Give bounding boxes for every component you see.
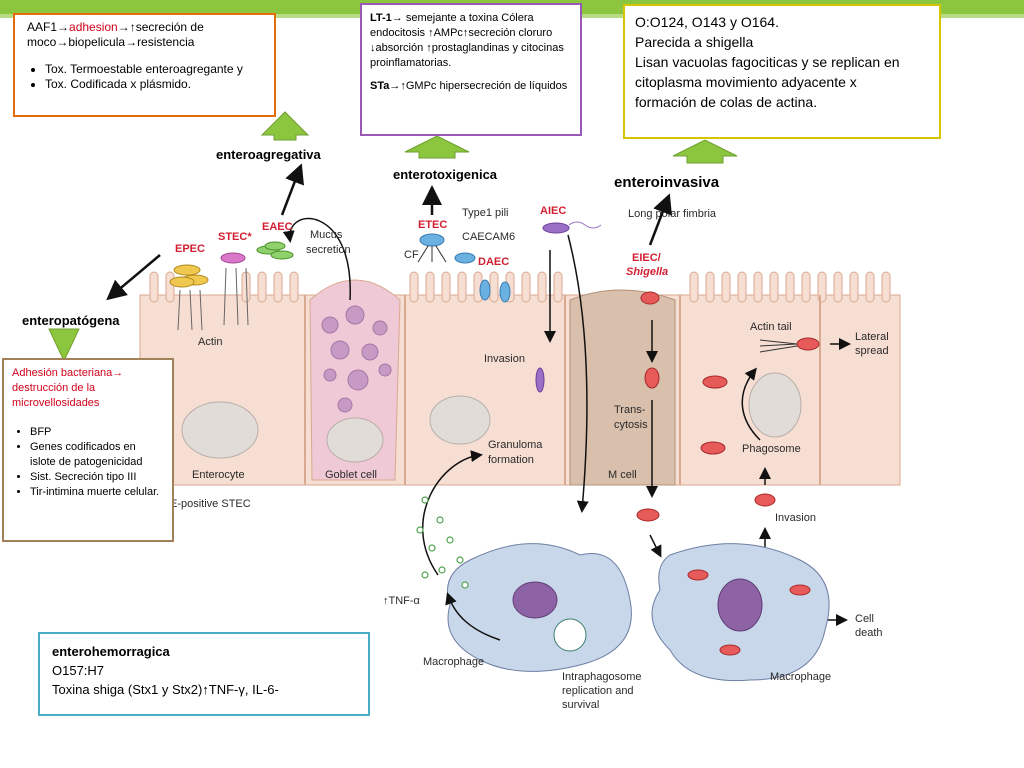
stec-bacterium (220, 252, 246, 264)
eaggec-bullets: Tox. Termoestable enteroagregante y Tox.… (27, 62, 262, 92)
eiec-bacteria (636, 291, 820, 522)
epec-title-3: microvellosidades (12, 397, 100, 409)
cell-death-label-2: death (855, 627, 883, 639)
cell-borders (304, 295, 821, 485)
eiec-line: Parecida a shigella (635, 34, 754, 50)
tag-enteroagregativa: enteroagregativa (216, 147, 321, 162)
intraphagosome (553, 618, 587, 652)
aiec-label: AIEC (540, 205, 566, 217)
daec-label: DAEC (478, 256, 509, 268)
tag-enterotoxigenica: enterotoxigenica (393, 167, 498, 182)
eaec-bacteria (256, 241, 294, 260)
eaggec-info-box: AAF1→adhesion→↑secreción de moco→biopeli… (13, 13, 276, 117)
stec-label: STEC* (218, 231, 252, 243)
macrophage-left-label: Macrophage (423, 656, 484, 668)
epec-bacteria (169, 264, 209, 288)
eaggec-bullet: Tox. Codificada x plásmido. (45, 77, 262, 92)
mucus-label-1: Mucus (310, 229, 343, 241)
actin-label: Actin (198, 336, 222, 348)
daec-bacteria (454, 252, 511, 303)
eaggec-bullet: Tox. Termoestable enteroagregante y (45, 62, 262, 77)
tag-enteroinvasiva: enteroinvasiva (614, 174, 720, 191)
epec-info-box: Adhesión bacteriana→ destrucción de la m… (2, 358, 174, 542)
tnf-label: ↑TNF-α (383, 595, 421, 607)
mucus-droplets (321, 305, 392, 413)
lateral-spread-label-1: Lateral (855, 331, 889, 343)
m-cell-label: M cell (608, 469, 637, 481)
epec-label: EPEC (175, 243, 205, 255)
epec-bullet: Tir-intimina muerte celular. (30, 485, 164, 500)
tnf-dots (416, 496, 469, 589)
tnf-arrow (445, 592, 501, 641)
aiec-invaded (535, 367, 545, 393)
macrophage-right-nucleus (717, 578, 763, 632)
granuloma-arrow (421, 450, 483, 576)
etec-label: ETEC (418, 219, 447, 231)
mucus-curve-arrow (282, 217, 351, 301)
nuclei (181, 372, 802, 463)
intraphagosome-label-3: survival (562, 699, 599, 711)
epec-bullet: BFP (30, 425, 164, 440)
eiec-line: formación de colas de actina. (635, 94, 818, 110)
actin-tail (759, 339, 798, 353)
eaggec-line-2: moco→biopelicula→resistencia (27, 35, 195, 49)
phagosome-label: Phagosome (742, 443, 801, 455)
epec-title-2: destrucción de la (12, 382, 96, 394)
intraphagosome-label-2: replication and (562, 685, 634, 697)
e-positive-stec-label: E-positive STEC (170, 498, 251, 510)
eiec-line: citoplasma movimiento adyacente x (635, 74, 857, 90)
epec-bullet: Sist. Secreción tipo III (30, 470, 164, 485)
epec-bullet: Genes codificados en islote de patogenic… (30, 440, 164, 470)
enterocyte-label: Enterocyte (192, 469, 245, 481)
granuloma-label-1: Granuloma (488, 439, 543, 451)
actin-fibers (177, 267, 249, 331)
etec-bacterium (419, 233, 445, 247)
epec-title-1: Adhesión bacteriana→ (12, 367, 124, 379)
green-arrows (48, 111, 738, 363)
cf-fimbriae (417, 245, 447, 263)
aiec-down-arrow (567, 234, 589, 513)
transcytosis-label-1: Trans- (614, 404, 646, 416)
microvilli (149, 271, 891, 303)
eiec-line: Lisan vacuolas fagociticas y se replican… (635, 54, 900, 70)
caecam6-label: CAECAM6 (462, 231, 515, 243)
macrophage-right-label: Macrophage (770, 671, 831, 683)
eiec-label-2: Shigella (626, 266, 668, 278)
eiec-label-1: EIEC/ (632, 252, 661, 264)
tag-enteropatogena: enteropatógena (22, 313, 120, 328)
ehec-title: enterohemorragica (52, 644, 170, 659)
intraphagosome-label-1: Intraphagosome (562, 671, 642, 683)
eiec-line: O:O124, O143 y O164. (635, 14, 779, 30)
m-cell (569, 289, 676, 486)
aiec-bacterium (542, 222, 570, 234)
eiec-info-box: O:O124, O143 y O164. Parecida a shigella… (623, 4, 941, 139)
transcytosis-label-2: cytosis (614, 419, 648, 431)
etec-info-box: LT-1→ semejante a toxina Cólera endocito… (360, 3, 582, 136)
actin-tail-label: Actin tail (750, 321, 792, 333)
goblet-cell-label: Goblet cell (325, 469, 377, 481)
lateral-spread-label-2: spread (855, 345, 889, 357)
lt1-paragraph: LT-1→ semejante a toxina Cólera endocito… (370, 12, 564, 69)
eaggec-line-1: AAF1→adhesion→↑secreción de (27, 20, 204, 34)
cell-death-label-1: Cell (855, 613, 874, 625)
ehec-line-3: Toxina shiga (Stx1 y Stx2)↑TNF-γ, IL-6- (52, 682, 279, 697)
granuloma-label-2: formation (488, 454, 534, 466)
sta-paragraph: STa→↑GMPc hipersecreción de líquidos (370, 80, 568, 92)
cf-label: CF (404, 249, 419, 261)
aiec-pili (568, 221, 602, 229)
macrophage-right-bacteria (687, 569, 811, 656)
long-polar-fimbria-label: Long polar fimbria (628, 208, 717, 220)
mucus-label-2: secretion (306, 244, 351, 256)
ehec-info-box: enterohemorragica O157:H7 Toxina shiga (… (38, 632, 370, 716)
eaec-label: EAEC (262, 221, 293, 233)
ehec-line-2: O157:H7 (52, 663, 105, 678)
invasion-label-2: Invasion (775, 512, 816, 524)
tag-arrows (106, 163, 672, 301)
type1-pili-label: Type1 pili (462, 207, 508, 219)
macrophage-left-nucleus (512, 581, 558, 619)
invasion-label-1: Invasion (484, 353, 525, 365)
epec-bullets: BFP Genes codificados en islote de patog… (12, 425, 164, 500)
